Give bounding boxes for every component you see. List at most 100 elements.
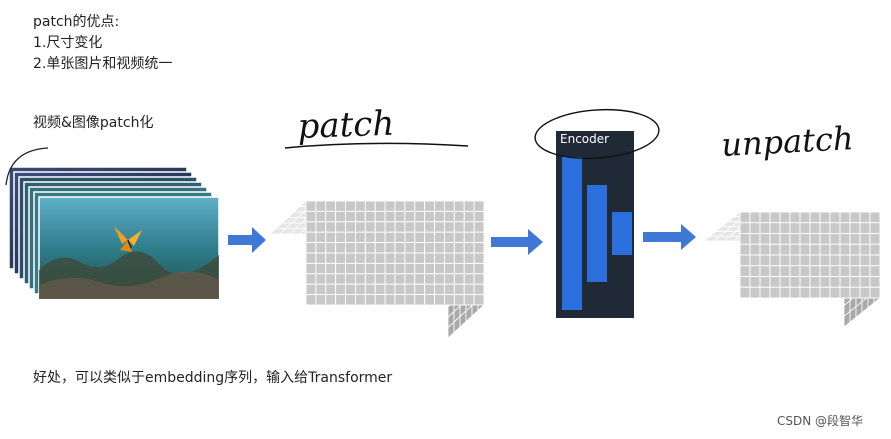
cube-front-cell bbox=[315, 221, 327, 233]
cube-front-cell bbox=[424, 242, 436, 254]
cube-front-cell bbox=[414, 283, 426, 296]
cube-front-cell bbox=[335, 242, 347, 254]
cube-front-cell bbox=[434, 294, 445, 306]
cube-front-cell bbox=[414, 231, 426, 244]
cube-front-cell bbox=[404, 221, 416, 233]
cube-front-cell bbox=[354, 262, 366, 275]
cube-front-cell bbox=[404, 283, 416, 296]
cube-front-cell bbox=[809, 286, 821, 299]
cube-front-cell bbox=[453, 231, 465, 244]
cube-front-cell bbox=[424, 262, 436, 275]
cube-front-cell bbox=[839, 233, 851, 245]
encoder-bar bbox=[587, 185, 607, 282]
cube-front-cell bbox=[759, 222, 771, 234]
cube-front-cell bbox=[759, 286, 771, 299]
cube-front-cell bbox=[424, 283, 436, 296]
cube-front-cell bbox=[453, 210, 465, 223]
encoder-bar bbox=[612, 212, 632, 255]
cube-front-cell bbox=[819, 265, 831, 277]
cube-front-cell bbox=[374, 262, 386, 275]
cube-front-cell bbox=[404, 262, 416, 275]
cube-front-cell bbox=[739, 222, 751, 234]
cube-front-cell bbox=[345, 294, 356, 306]
heading-text: patch的优点: bbox=[33, 14, 120, 30]
cube-front-cell bbox=[374, 200, 386, 212]
cube-front-cell bbox=[394, 231, 406, 244]
cube-front-cell bbox=[779, 222, 791, 234]
cube-front-cell bbox=[315, 262, 327, 275]
cube-front-cell bbox=[424, 273, 436, 285]
cube-front-cell bbox=[364, 221, 376, 233]
cube-front-cell bbox=[354, 283, 366, 296]
cube-front-cell bbox=[819, 233, 831, 245]
encoder-label: Encoder bbox=[560, 132, 609, 146]
cube-front-cell bbox=[453, 242, 465, 254]
cube-front-cell bbox=[335, 294, 347, 306]
cube-front-cell bbox=[394, 252, 406, 264]
cube-front-cell bbox=[315, 283, 327, 296]
cube-front-cell bbox=[345, 221, 356, 233]
cube-front-cell bbox=[315, 252, 327, 264]
cube-front-cell bbox=[453, 200, 465, 212]
cube-front-cell bbox=[453, 283, 465, 296]
cube-front-cell bbox=[869, 243, 881, 256]
cube-front-cell bbox=[829, 276, 841, 288]
cube-front-cell bbox=[453, 252, 465, 264]
cube-front-cell bbox=[789, 243, 801, 256]
cube-front-cell bbox=[769, 265, 781, 277]
handwritten-curve bbox=[5, 147, 49, 186]
butterfly-image bbox=[114, 226, 142, 252]
cube-front-cell bbox=[305, 210, 317, 223]
cube-front-cell bbox=[443, 200, 455, 212]
cube-front-cell bbox=[305, 242, 317, 254]
cube-front-cell bbox=[325, 273, 337, 285]
cube-front-cell bbox=[384, 231, 396, 244]
cube-front-cell bbox=[869, 222, 881, 234]
cube-front-cell bbox=[739, 233, 751, 245]
cube-front-cell bbox=[849, 222, 861, 234]
cube-front-cell bbox=[819, 286, 831, 299]
cube-front-cell bbox=[859, 276, 871, 288]
video-label: 视频&图像patch化 bbox=[33, 115, 154, 131]
cube-front-cell bbox=[473, 252, 485, 264]
cube-front-cell bbox=[749, 222, 761, 234]
handwritten-circle bbox=[534, 108, 660, 160]
cube-front-cell bbox=[473, 210, 485, 223]
cube-front-cell bbox=[809, 222, 821, 234]
cube-front-cell bbox=[799, 254, 811, 267]
unpatch-handwritten: unpatch bbox=[720, 119, 854, 164]
cube-front-cell bbox=[443, 262, 455, 275]
cube-front-cell bbox=[799, 286, 811, 299]
cube-front-cell bbox=[394, 273, 406, 285]
cube-front-cell bbox=[325, 252, 337, 264]
cube-front-cell bbox=[335, 221, 347, 233]
cube-front-cell bbox=[849, 276, 861, 288]
cube-front-cell bbox=[305, 200, 317, 212]
cube-front-cell bbox=[839, 254, 851, 267]
cube-front-cell bbox=[849, 233, 861, 245]
cube-front-cell bbox=[759, 254, 771, 267]
cube-front-cell bbox=[473, 283, 485, 296]
cube-front-cell bbox=[809, 243, 821, 256]
cube-front-cell bbox=[335, 200, 347, 212]
cube-front-cell bbox=[849, 211, 861, 224]
cube-front-cell bbox=[414, 252, 426, 264]
cube-front-cell bbox=[739, 265, 751, 277]
cube-front-cell bbox=[443, 210, 455, 223]
cube-front-cell bbox=[463, 210, 475, 223]
cube-front-cell bbox=[315, 294, 327, 306]
cube-front-cell bbox=[769, 276, 781, 288]
cube-front-cell bbox=[799, 243, 811, 256]
coral-reef bbox=[39, 271, 219, 299]
cube-front-cell bbox=[869, 265, 881, 277]
video-frames-stack bbox=[8, 166, 220, 300]
cube-front-cell bbox=[364, 200, 376, 212]
cube-front-cell bbox=[769, 243, 781, 256]
cube-front-cell bbox=[335, 252, 347, 264]
cube-front-cell bbox=[335, 283, 347, 296]
cube-front-cell bbox=[325, 283, 337, 296]
cube-front-cell bbox=[839, 211, 851, 224]
cube-front-cell bbox=[424, 221, 436, 233]
benefit-text: 好处，可以类似于embedding序列，输入给Transformer bbox=[33, 370, 393, 386]
